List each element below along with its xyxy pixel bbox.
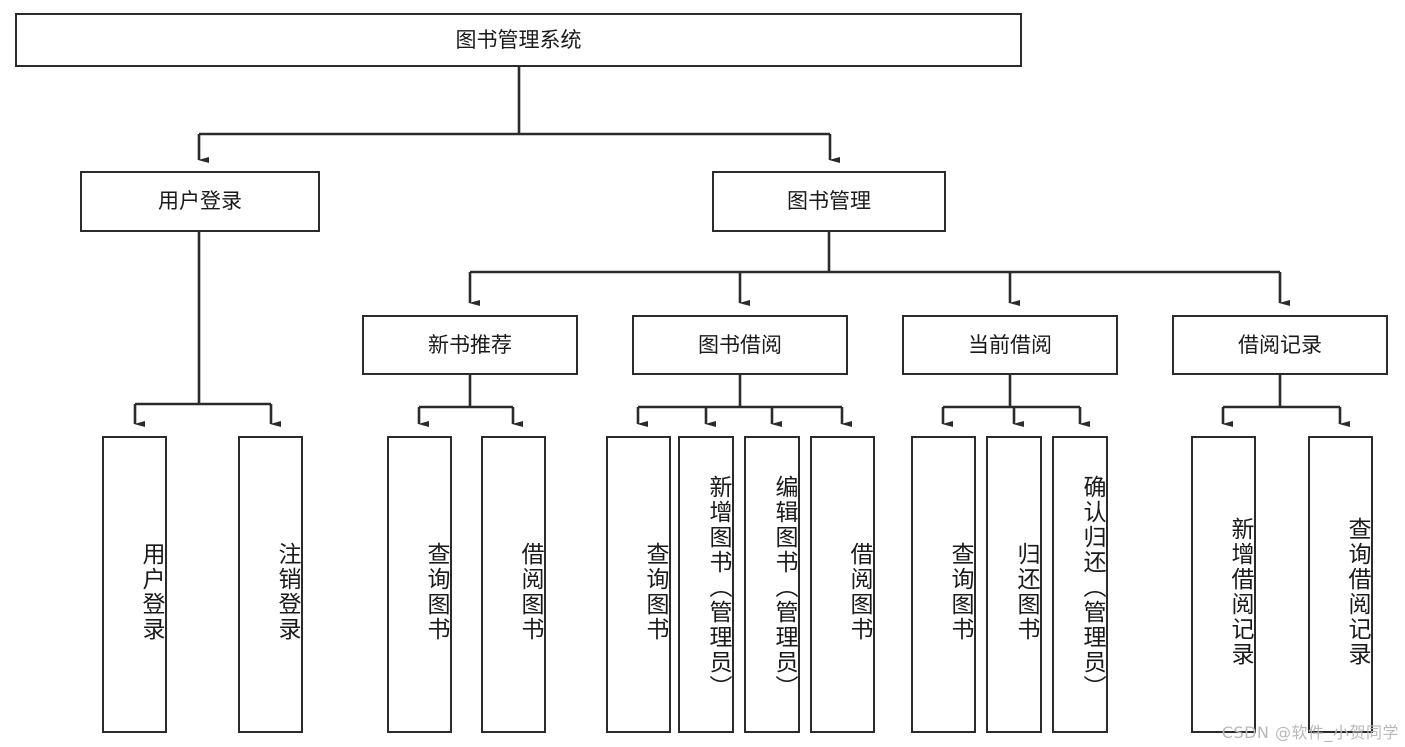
node-borrow-record-label: 借阅记录 [1238,332,1322,357]
node-book-manage[interactable]: 图书管理 [712,171,946,232]
leaf-borrow-book-1[interactable]: 借阅图书 [481,436,546,733]
node-user-login-label: 用户登录 [158,189,242,214]
leaf-add-book[interactable]: 新增图书（管理员） [678,436,734,733]
leaf-confirm-return[interactable]: 确认归还（管理员） [1052,436,1108,733]
leaf-query-book-3[interactable]: 查询图书 [911,436,976,733]
leaf-query-book-2-label: 查询图书 [642,541,668,642]
leaf-logout-label: 注销登录 [274,541,300,642]
node-current-borrow[interactable]: 当前借阅 [902,315,1118,375]
leaf-logout[interactable]: 注销登录 [238,436,303,733]
leaf-edit-book[interactable]: 编辑图书（管理员） [744,436,800,733]
node-user-login[interactable]: 用户登录 [80,171,320,232]
leaf-query-record-label: 查询借阅记录 [1344,516,1370,667]
leaf-borrow-book-1-label: 借阅图书 [517,541,543,642]
leaf-add-record-label: 新增借阅记录 [1227,516,1253,667]
leaf-query-record[interactable]: 查询借阅记录 [1308,436,1373,733]
leaf-add-record[interactable]: 新增借阅记录 [1191,436,1256,733]
node-borrow-record[interactable]: 借阅记录 [1172,315,1388,375]
leaf-user-login[interactable]: 用户登录 [102,436,167,733]
leaf-add-book-label: 新增图书（管理员） [705,475,731,700]
node-book-borrow[interactable]: 图书借阅 [632,315,848,375]
leaf-return-book[interactable]: 归还图书 [986,436,1042,733]
watermark: CSDN @软件_小贺同学 [1221,723,1399,742]
leaf-borrow-book-2-label: 借阅图书 [846,541,872,642]
leaf-query-book-2[interactable]: 查询图书 [606,436,671,733]
node-root[interactable]: 图书管理系统 [15,13,1022,67]
leaf-query-book-1-label: 查询图书 [423,541,449,642]
node-new-book-rec[interactable]: 新书推荐 [362,315,578,375]
leaf-edit-book-label: 编辑图书（管理员） [771,475,797,700]
leaf-confirm-return-label: 确认归还（管理员） [1079,475,1105,700]
node-new-book-rec-label: 新书推荐 [428,332,512,357]
node-current-borrow-label: 当前借阅 [968,332,1052,357]
node-root-label: 图书管理系统 [455,27,582,52]
leaf-query-book-3-label: 查询图书 [947,541,973,642]
leaf-user-login-label: 用户登录 [138,541,164,642]
leaf-borrow-book-2[interactable]: 借阅图书 [810,436,875,733]
leaf-query-book-1[interactable]: 查询图书 [387,436,452,733]
leaf-return-book-label: 归还图书 [1013,541,1039,642]
node-book-borrow-label: 图书借阅 [698,332,782,357]
node-book-manage-label: 图书管理 [787,189,871,214]
